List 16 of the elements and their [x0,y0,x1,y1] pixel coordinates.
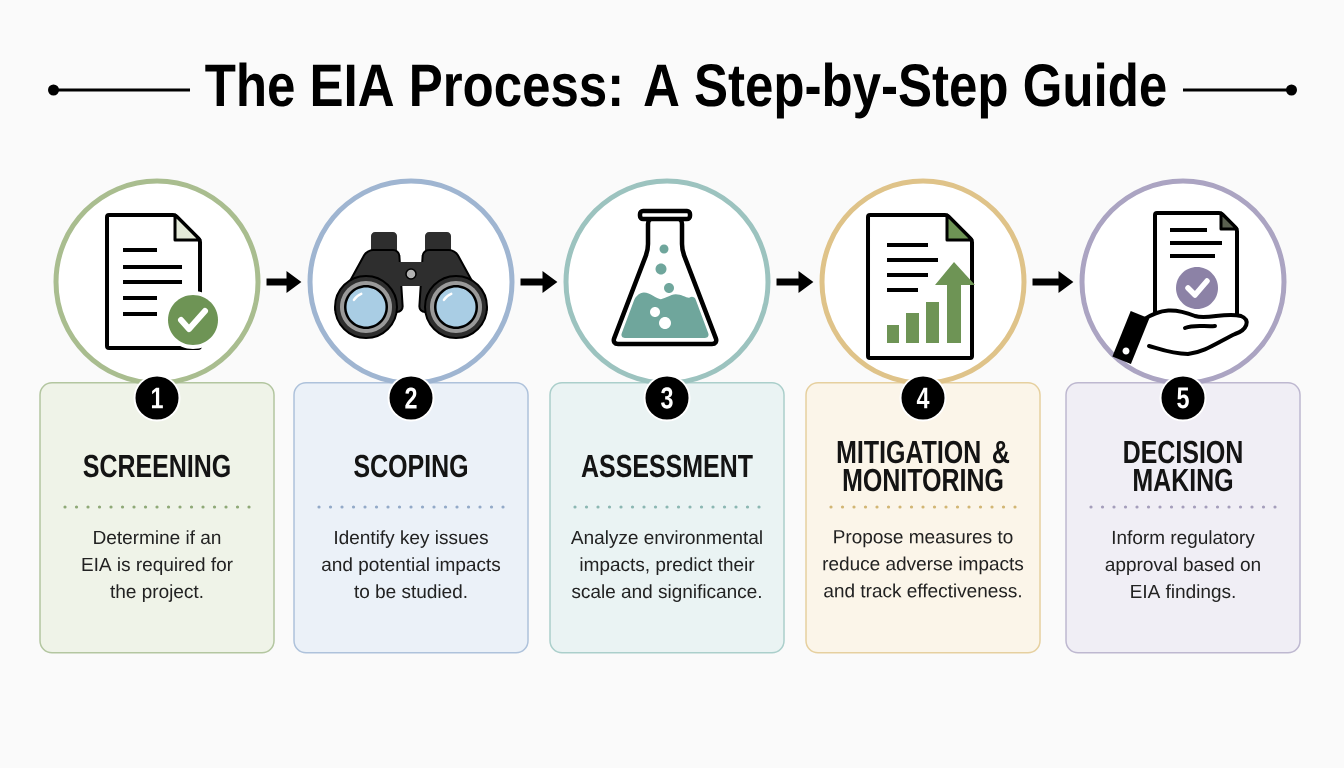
step-description: Determine if an EIA is required for the project. [82,530,233,602]
step-heading: SCOPING [354,454,467,478]
step-description: Analyze environmental impacts, predict their scale and significance. [570,530,762,602]
step-description: Inform regulatory approval based on EIA findings. [1105,530,1260,602]
number-badge: 5 [1159,374,1207,422]
step-heading: SCREENING [83,454,230,478]
number-badge: 1 [133,374,181,422]
step-heading: ASSESSMENT [581,454,753,478]
step-heading: DECISION MAKING [1124,440,1242,492]
number-badge: 4 [899,374,947,422]
step-description: Propose measures to reduce adverse impacts and track effectiveness. [823,530,1024,598]
number-badge: 3 [643,374,691,422]
step-description: Identify key issues and potential impacts to be studied. [322,530,501,599]
number-badge: 2 [387,374,435,422]
title: The EIA Process: A Step-by-Step Guide [205,62,1166,119]
step-heading: MITIGATION & MONITORING [837,440,1010,492]
